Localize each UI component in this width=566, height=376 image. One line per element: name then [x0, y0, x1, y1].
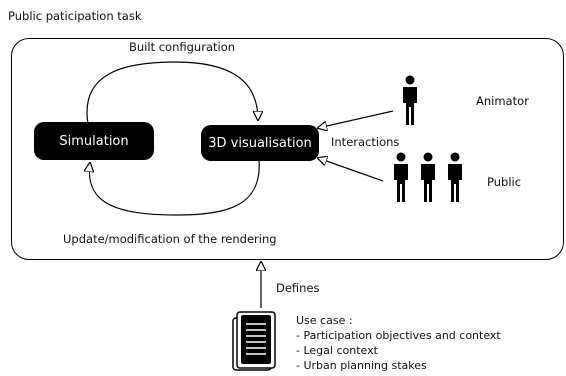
use-case-block: Use case : - Participation objectives an… [296, 313, 501, 373]
animator-person-icon [403, 75, 417, 125]
built-configuration-arrow [86, 61, 258, 125]
diagram-title: Public paticipation task [8, 9, 142, 23]
public-label: Public [487, 175, 522, 189]
public-person-icon [448, 152, 462, 202]
public-person-icon [421, 152, 435, 202]
defines-label: Defines [276, 281, 320, 295]
use-case-item: - Urban planning stakes [296, 359, 427, 372]
animator-label: Animator [476, 94, 529, 108]
use-case-title: Use case : [296, 314, 353, 327]
use-case-item: - Participation objectives and context [296, 329, 501, 342]
document-icon [232, 311, 276, 371]
public-person-icon [394, 152, 408, 202]
3d-visualisation-node: 3D visualisation [201, 125, 319, 161]
public-interaction-arrow [318, 158, 384, 182]
update-rendering-label: Update/modification of the rendering [63, 232, 277, 246]
animator-interaction-arrow [318, 110, 394, 128]
simulation-node: Simulation [34, 122, 154, 160]
built-configuration-label: Built configuration [129, 40, 236, 54]
task-frame [11, 38, 564, 260]
use-case-item: - Legal context [296, 344, 378, 357]
update-rendering-arrow [89, 159, 260, 216]
interactions-label: Interactions [331, 135, 400, 149]
